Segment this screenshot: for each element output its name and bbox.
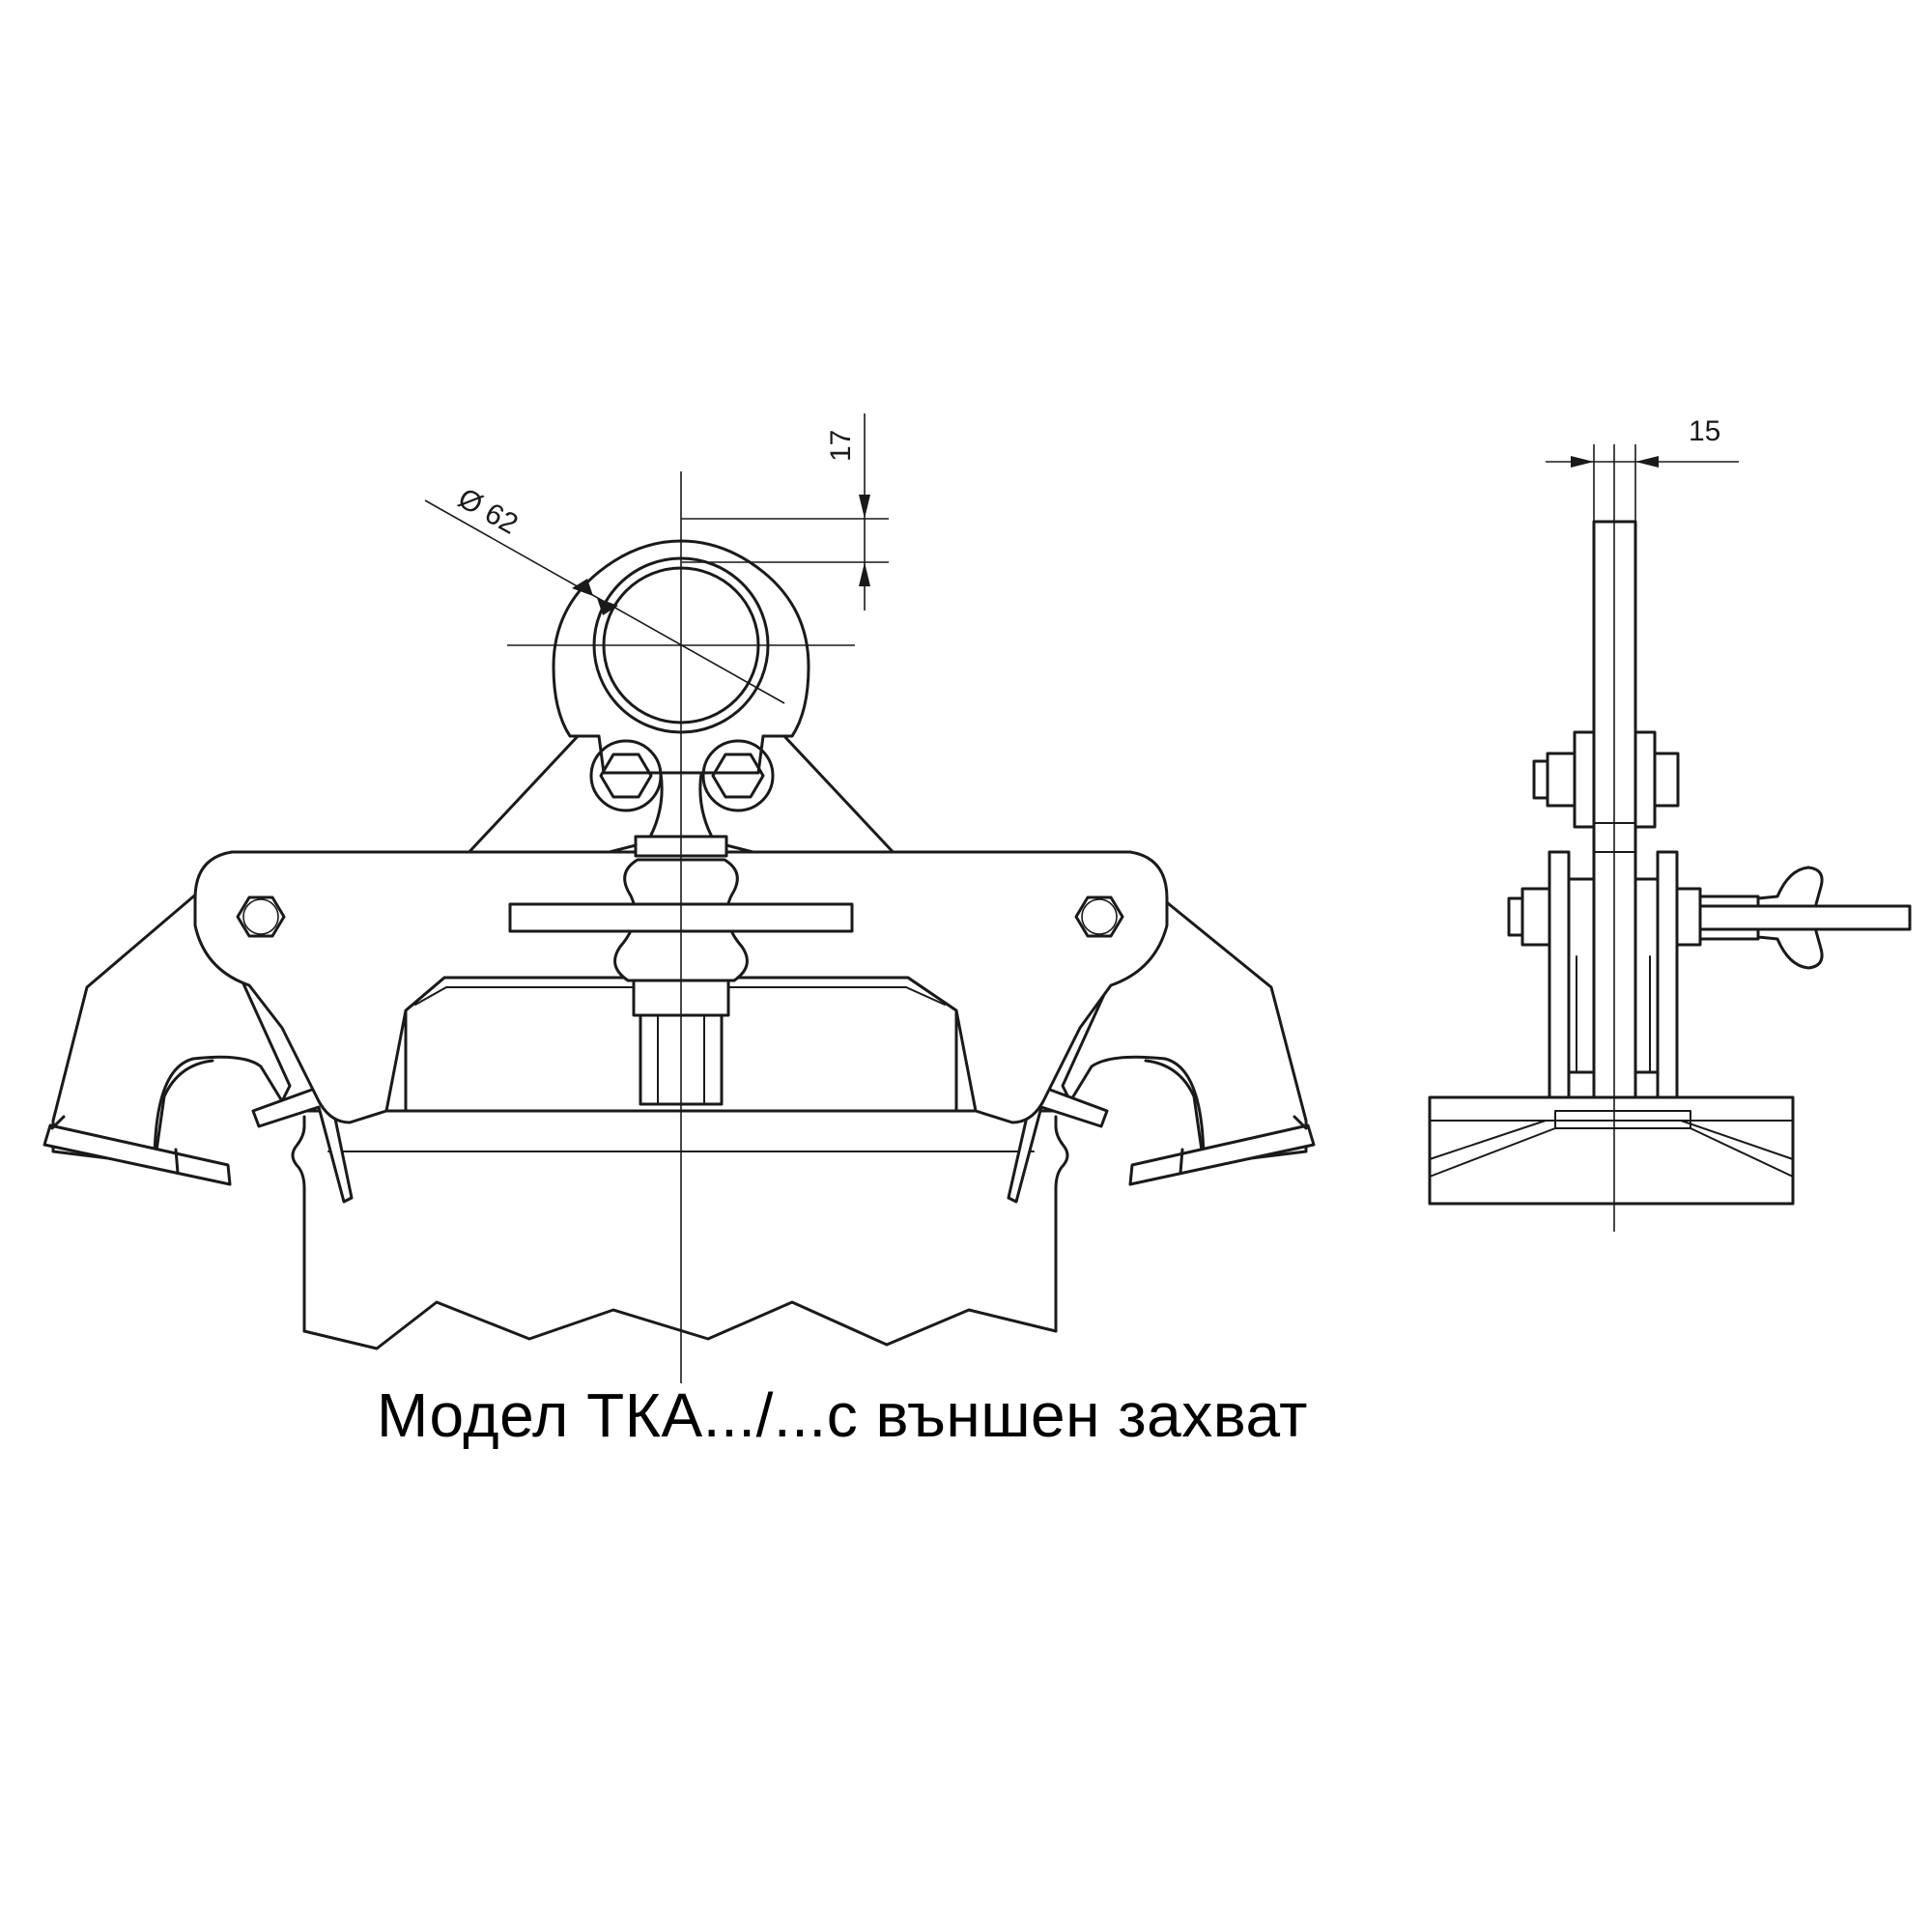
side-view: 15 bbox=[1428, 415, 1912, 1232]
link-bolt-left bbox=[589, 739, 663, 812]
front-view: Ø 62 17 bbox=[43, 413, 1316, 1383]
link-bolt-right bbox=[701, 739, 775, 812]
diameter-label: Ø 62 bbox=[453, 482, 524, 540]
height-label: 17 bbox=[825, 430, 857, 462]
main-beam bbox=[193, 850, 1169, 1124]
drum-body bbox=[291, 1109, 1069, 1350]
upper-nut-left bbox=[1546, 752, 1577, 808]
inner-guide-right bbox=[1634, 877, 1660, 1074]
upper-bolt-head-left bbox=[1532, 759, 1549, 800]
lower-nut-right bbox=[1675, 887, 1702, 947]
thickness-label: 15 bbox=[1689, 415, 1720, 447]
side-base-jaw bbox=[1428, 1095, 1795, 1206]
right-clamp-pad bbox=[1128, 1123, 1316, 1186]
lower-nut-left bbox=[1520, 887, 1551, 947]
beam-bolt-left bbox=[236, 895, 286, 938]
beam-bolt-right bbox=[1074, 895, 1124, 938]
drawing-caption: Модел ТКА.../...с външен захват bbox=[377, 1380, 1308, 1450]
left-clamp-pad bbox=[43, 1123, 232, 1186]
inner-guide-left bbox=[1567, 877, 1596, 1074]
side-tommy-bar bbox=[1698, 904, 1912, 931]
lower-side-plate-right bbox=[1656, 850, 1679, 1113]
upper-side-plate-left bbox=[1573, 730, 1596, 829]
lower-bolt-head-left bbox=[1507, 896, 1524, 937]
upper-side-plate-right bbox=[1634, 730, 1657, 829]
upper-nut-right bbox=[1653, 752, 1680, 808]
height-dimension: 17 bbox=[681, 413, 889, 611]
thickness-dimension: 15 bbox=[1546, 415, 1739, 526]
lower-side-plate-left bbox=[1548, 850, 1571, 1113]
